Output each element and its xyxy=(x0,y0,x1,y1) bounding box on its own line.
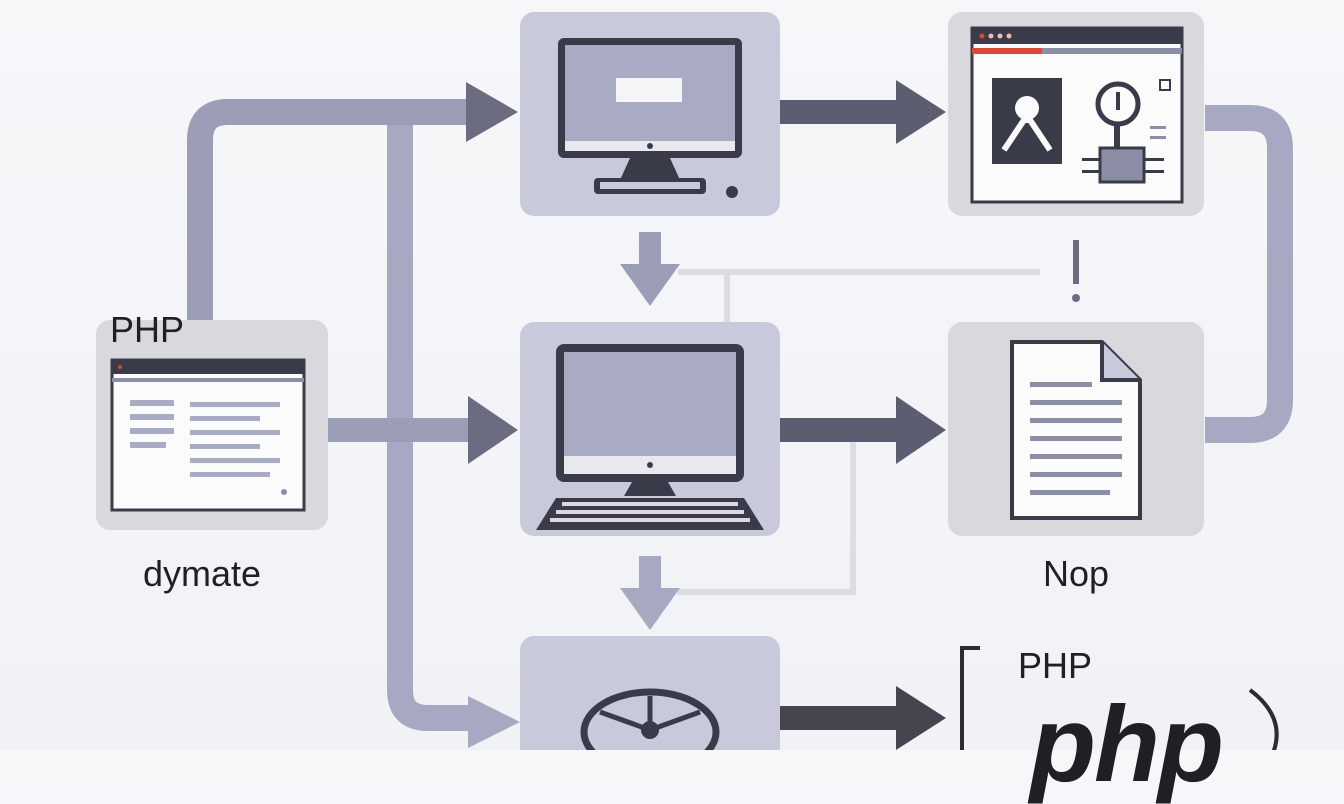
mid-computer-box xyxy=(520,322,780,536)
down-connector-1 xyxy=(639,232,661,268)
top-right-app-box xyxy=(948,12,1204,216)
document-lines xyxy=(1030,382,1122,495)
php-bracket xyxy=(960,646,1279,750)
php-label-bottom-right: PHP xyxy=(1018,645,1093,686)
down-connector-2 xyxy=(639,556,661,592)
arrow-to-mid-computer xyxy=(468,396,518,464)
php-label-left: PHP xyxy=(110,309,185,350)
connector-mid-right xyxy=(780,418,900,442)
arrow-to-top-monitor xyxy=(466,82,518,142)
connector-bottom-right xyxy=(780,706,900,730)
top-monitor-box xyxy=(520,12,780,216)
nop-label: Nop xyxy=(1043,553,1110,594)
arrow-to-bottom-server xyxy=(468,696,520,748)
down-arrow-1 xyxy=(620,264,680,306)
arrow-to-document xyxy=(896,396,946,464)
down-arrow-2 xyxy=(620,588,680,630)
bottom-server-box xyxy=(520,636,780,750)
light-trunk xyxy=(387,112,470,731)
left-lines xyxy=(130,400,280,477)
loop-left-top xyxy=(187,99,470,340)
arrow-to-php-logo xyxy=(896,686,946,750)
php-logo-text: php xyxy=(1030,683,1224,804)
exclamation-dot xyxy=(1072,294,1080,302)
flow-diagram xyxy=(96,12,1293,750)
mid-right-document-box xyxy=(948,322,1204,536)
thin-connectors xyxy=(677,269,1040,595)
left-browser-box xyxy=(96,320,328,530)
arrow-to-app-window xyxy=(896,80,946,144)
dymate-label: dymate xyxy=(143,553,262,594)
keyboard-keys xyxy=(550,502,750,522)
connector-top-right xyxy=(780,100,900,124)
connector-left-mid xyxy=(328,418,473,442)
exclamation-bar xyxy=(1073,240,1079,284)
loop-right xyxy=(1205,105,1293,443)
